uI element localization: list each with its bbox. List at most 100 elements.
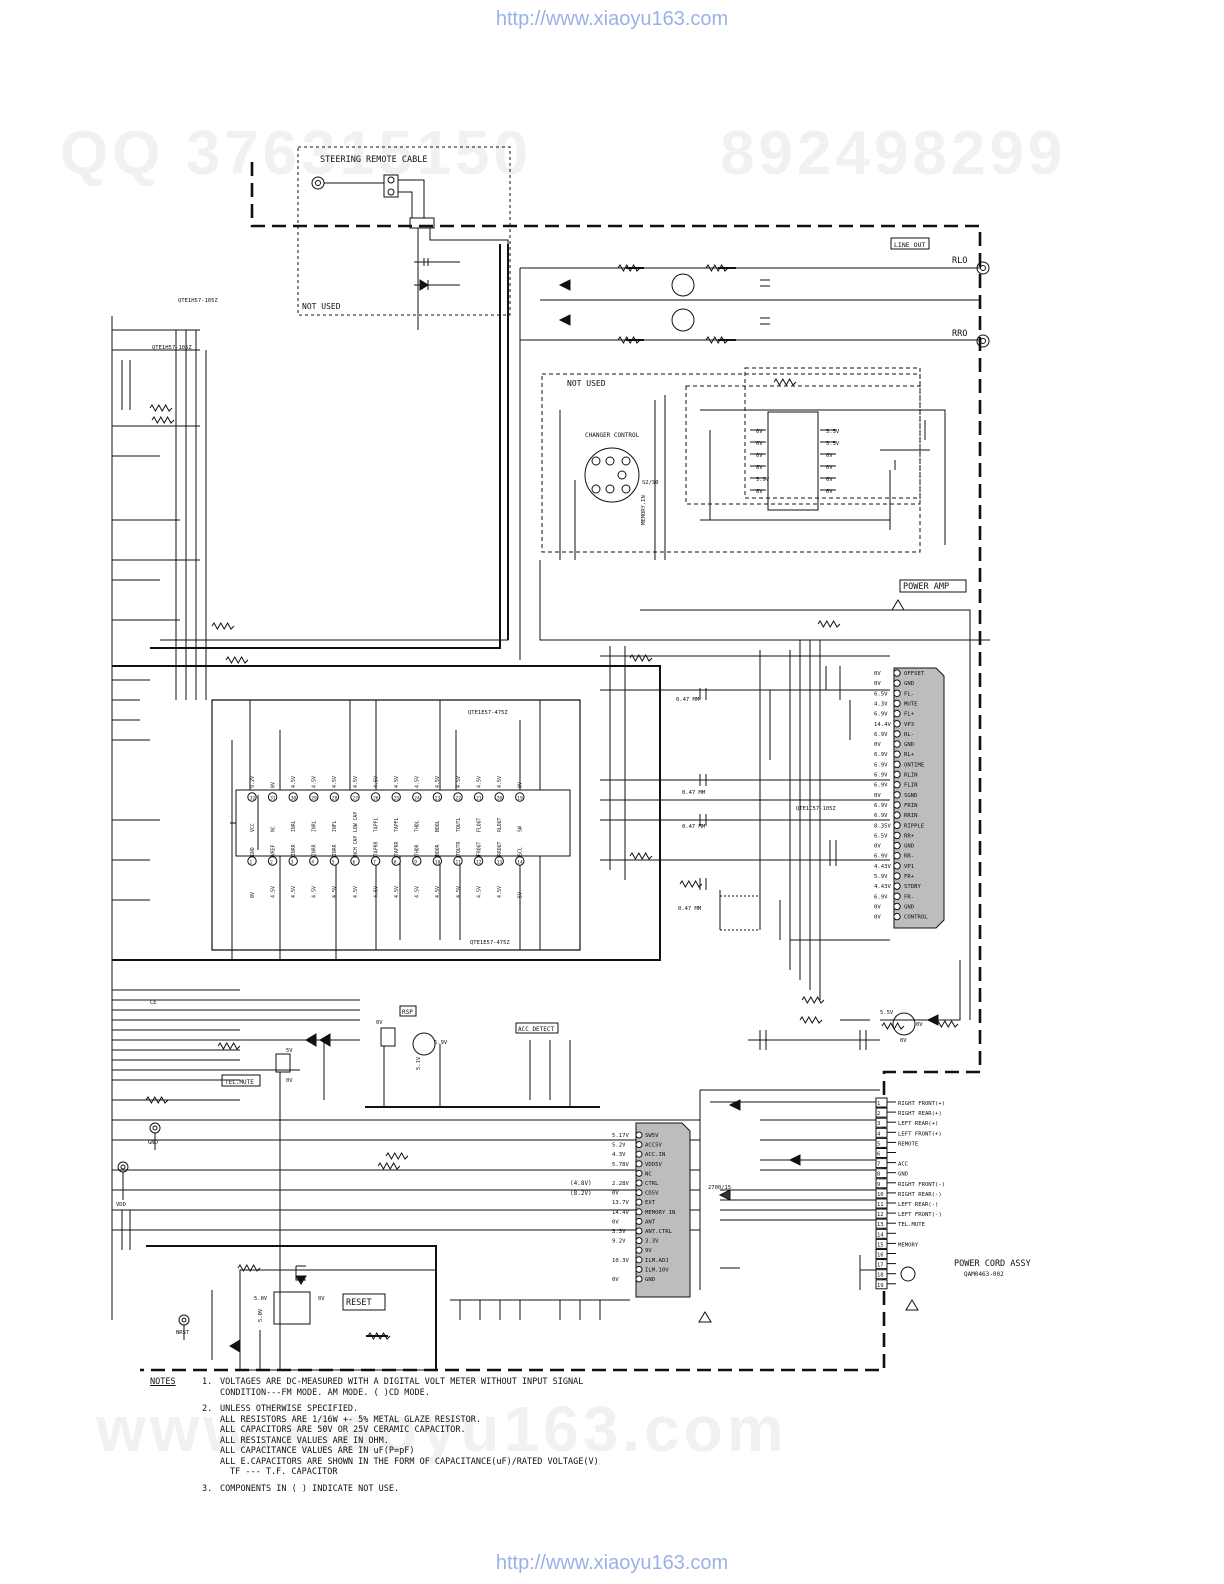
power-amp-pin bbox=[893, 902, 901, 911]
regulator-pin bbox=[635, 1150, 643, 1158]
label-reset: RESET bbox=[346, 1298, 372, 1308]
ic-pin-bottom-number: 3 bbox=[291, 860, 294, 866]
power-amp-pin-voltage: 4.43V bbox=[874, 884, 891, 890]
resistor bbox=[629, 653, 653, 663]
power-amp-pin bbox=[893, 679, 901, 687]
label-qte-top2: QTE1H57-105Z bbox=[152, 345, 192, 351]
power-amp-pin bbox=[893, 730, 901, 738]
resistor bbox=[145, 1095, 169, 1105]
power-amp-pin-name: FLIN bbox=[904, 783, 917, 789]
ic-pin-bottom-voltage: 0V bbox=[250, 892, 256, 898]
ic-pin-bottom bbox=[350, 856, 360, 866]
ic-pin-bottom bbox=[288, 856, 298, 866]
power-amp-pin bbox=[893, 760, 901, 769]
power-amp-pin-name: VP3 bbox=[904, 722, 914, 728]
ic-pin-top-name: LOW CAP bbox=[353, 812, 359, 832]
power-amp-pin bbox=[893, 831, 901, 840]
resistor bbox=[679, 879, 703, 889]
power-amp-pin bbox=[893, 770, 901, 779]
regulator-pin-voltage: 10.3V bbox=[612, 1258, 629, 1264]
ic-pin-bottom-number: 2 bbox=[270, 860, 273, 866]
opamp-left-voltage: 0V bbox=[756, 429, 763, 435]
power-amp-pin-voltage: 6.9V bbox=[874, 752, 888, 758]
power-amp-pin bbox=[893, 821, 901, 829]
note-1-line-b: CONDITION---FM MODE. AM MODE. ( )CD MODE… bbox=[220, 1387, 430, 1398]
note-2-line-g: TF --- T.F. CAPACITOR bbox=[230, 1467, 338, 1477]
power-amp-pin-voltage: 14.4V bbox=[874, 722, 891, 728]
footer-url[interactable]: http://www.xiaoyu163.com bbox=[495, 1552, 729, 1574]
resistor bbox=[149, 403, 173, 413]
ic-pin-bottom-voltage: 4.5V bbox=[312, 886, 318, 898]
regulator-pin bbox=[635, 1169, 643, 1177]
regulator-pin-name: GND bbox=[645, 1277, 656, 1283]
regulator-pin-voltage: 5.2V bbox=[612, 1143, 626, 1149]
regulator-pin-name: ILM.ADJ bbox=[645, 1258, 669, 1264]
ic-pin-top-voltage: 4.5V bbox=[497, 776, 503, 788]
power-amp-pin-name: RR+ bbox=[904, 833, 915, 839]
regulator-pin-name: CTRL bbox=[645, 1181, 659, 1187]
power-amp-pin-name: FL+ bbox=[904, 712, 915, 718]
connector-pin-number: 13 bbox=[877, 1222, 884, 1228]
power-amp-pin-name: CONTROL bbox=[904, 915, 928, 921]
ic-pin-top-voltage: 4.5V bbox=[373, 776, 379, 788]
ic-pin-top bbox=[453, 792, 463, 802]
note-1-line-a: VOLTAGES ARE DC-MEASURED WITH A DIGITAL … bbox=[220, 1377, 584, 1387]
ic-pin-top bbox=[432, 792, 443, 802]
opamp-left-voltage: 0V bbox=[756, 441, 763, 447]
regulator-pin-voltage: 0V bbox=[612, 1191, 619, 1197]
resistor bbox=[705, 335, 729, 345]
ic-pin-top bbox=[370, 792, 381, 802]
ic-pin-top-number: 30 bbox=[291, 796, 297, 802]
resistor bbox=[217, 1041, 241, 1051]
opamp-right-voltage: 6V bbox=[826, 489, 833, 495]
power-amp-pin-voltage: 6.9V bbox=[874, 813, 888, 819]
power-amp-pin bbox=[893, 852, 901, 860]
connector-pin-name: REMOTE bbox=[898, 1141, 919, 1147]
regulator-pin-name: ACC5V bbox=[645, 1143, 662, 1149]
ic-pin-bottom bbox=[267, 856, 278, 866]
ic-pin-bottom-name: THOR bbox=[415, 844, 421, 856]
opamp-left-voltage: 5.9V bbox=[756, 477, 770, 483]
connector-pin-number: 12 bbox=[877, 1212, 884, 1218]
label-reset-v3: 5.0V bbox=[258, 1308, 264, 1322]
ic-pin-top bbox=[267, 792, 278, 802]
connector-pin-name: RIGHT REAR(-) bbox=[898, 1192, 942, 1198]
power-amp-pin-name: RRIN bbox=[904, 813, 917, 819]
label-memory-in: MEMORY.IN bbox=[641, 495, 647, 525]
label-qte-pa: QTE1C57-105Z bbox=[796, 806, 836, 812]
power-amp-pin-name: RLIN bbox=[904, 773, 917, 779]
power-amp-pin-name: SGND bbox=[904, 793, 918, 799]
resistor bbox=[367, 1331, 391, 1341]
label-tel-0v: 0V bbox=[286, 1078, 293, 1084]
header-url[interactable]: http://www.xiaoyu163.com bbox=[495, 8, 729, 30]
connector-pin-number: 9 bbox=[877, 1182, 880, 1188]
regulator-pin bbox=[635, 1141, 643, 1149]
ic-pin-bottom bbox=[432, 856, 443, 866]
power-amp-pin-name: FL- bbox=[904, 691, 914, 697]
power-amp-pin bbox=[893, 791, 901, 799]
ic-pin-top-name: VCC bbox=[250, 823, 256, 832]
power-amp-pin-voltage: 4.3V bbox=[874, 701, 888, 707]
note-2-line-c: ALL CAPACITORS ARE 50V OR 25V CERAMIC CA… bbox=[220, 1425, 466, 1435]
ic-pin-top-number: 19 bbox=[517, 796, 523, 802]
power-amp-pin-voltage: 6.9V bbox=[874, 894, 888, 900]
note-2-num: 2. bbox=[202, 1404, 213, 1414]
connector-pin-number: 1 bbox=[877, 1101, 880, 1107]
ic-pin-bottom-number: 8 bbox=[394, 860, 397, 866]
ic-pin-bottom-name: VREF bbox=[270, 844, 276, 856]
connector-pin-number: 15 bbox=[877, 1242, 884, 1248]
ic-pin-bottom-voltage: 4.5V bbox=[332, 886, 338, 898]
ic-pin-bottom-voltage: 4.5V bbox=[435, 886, 441, 898]
ic-pin-bottom-name: TOUTR bbox=[456, 841, 462, 856]
note-3-line-a: COMPONENTS IN ( ) INDICATE NOT USE. bbox=[220, 1483, 400, 1494]
label-not-used-1: NOT USED bbox=[302, 302, 341, 311]
power-amp-pin-name: GND bbox=[904, 681, 915, 687]
power-amp-pin bbox=[893, 801, 901, 809]
connector-pin-number: 11 bbox=[877, 1202, 884, 1208]
ic-pin-bottom bbox=[494, 856, 504, 866]
ic-pin-top-voltage: 4.5V bbox=[456, 776, 462, 788]
ic-pin-bottom-name: GND bbox=[250, 847, 256, 856]
power-amp-pin-voltage: 0V bbox=[874, 681, 881, 687]
ic-pin-top-number: 28 bbox=[332, 796, 338, 802]
ic-pin-bottom-number: 6 bbox=[353, 860, 356, 866]
